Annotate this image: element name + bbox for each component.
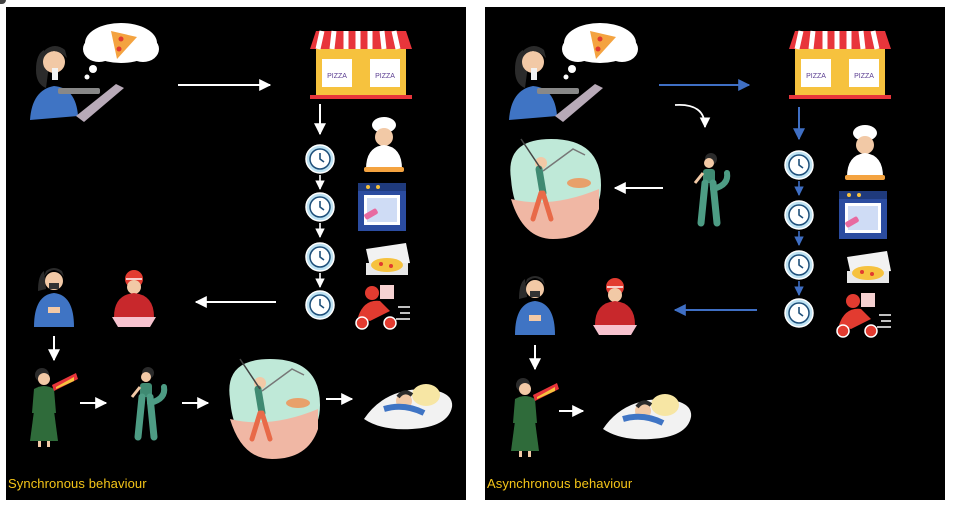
- sleeping-person-icon: [603, 394, 692, 440]
- woman-badminton-icon: [229, 358, 320, 459]
- pizza-box-icon: [366, 243, 410, 275]
- pizza-box-icon: [847, 251, 891, 283]
- panel-asynchronous: PIZZA PIZZA: [485, 7, 945, 500]
- clock-icon: [784, 298, 814, 328]
- clock-icon: [305, 144, 335, 174]
- sleeping-person-icon: [364, 384, 453, 430]
- pizza-shop-icon: PIZZA PIZZA: [310, 30, 412, 99]
- clock-icon: [784, 250, 814, 280]
- chef-icon: [364, 117, 404, 172]
- thought-bubble-pizza-icon: [83, 23, 159, 80]
- customer-icon: [34, 268, 74, 327]
- clock-icon: [305, 192, 335, 222]
- woman-eating-pizza-icon: [511, 378, 559, 457]
- clock-icon: [784, 200, 814, 230]
- shop-sign-right: PIZZA: [854, 73, 874, 80]
- panel-synchronous: PIZZA PIZZA: [6, 7, 466, 500]
- arrow-curve-to-stretch: [674, 104, 711, 129]
- caption-synchronous: Synchronous behaviour: [8, 476, 147, 491]
- oven-icon: [839, 191, 887, 239]
- shop-sign-left: PIZZA: [806, 73, 826, 80]
- woman-badminton-icon: [510, 138, 601, 239]
- delivery-person-icon: [112, 270, 156, 327]
- thought-bubble-pizza-icon: [562, 23, 638, 80]
- woman-stretching-icon: [130, 367, 168, 441]
- shop-sign-left: PIZZA: [327, 73, 347, 80]
- woman-eating-pizza-icon: [30, 368, 78, 447]
- woman-stretching-icon: [693, 153, 731, 227]
- woman-laptop-icon: [30, 46, 124, 122]
- oven-icon: [358, 183, 406, 231]
- shop-sign-right: PIZZA: [375, 73, 395, 80]
- clock-icon: [784, 150, 814, 180]
- caption-asynchronous: Asynchronous behaviour: [487, 476, 633, 491]
- woman-laptop-icon: [509, 46, 603, 122]
- clock-icon: [305, 242, 335, 272]
- delivery-scooter-icon: [836, 293, 891, 338]
- diagram-synchronous: PIZZA PIZZA: [30, 23, 453, 459]
- delivery-person-icon: [593, 278, 637, 335]
- window-corner: [0, 0, 6, 4]
- chef-icon: [845, 125, 885, 180]
- diagram-asynchronous: PIZZA PIZZA: [509, 23, 891, 457]
- clock-icon: [305, 290, 335, 320]
- pizza-shop-icon: PIZZA PIZZA: [789, 30, 891, 99]
- delivery-scooter-icon: [355, 285, 410, 330]
- customer-icon: [515, 276, 555, 335]
